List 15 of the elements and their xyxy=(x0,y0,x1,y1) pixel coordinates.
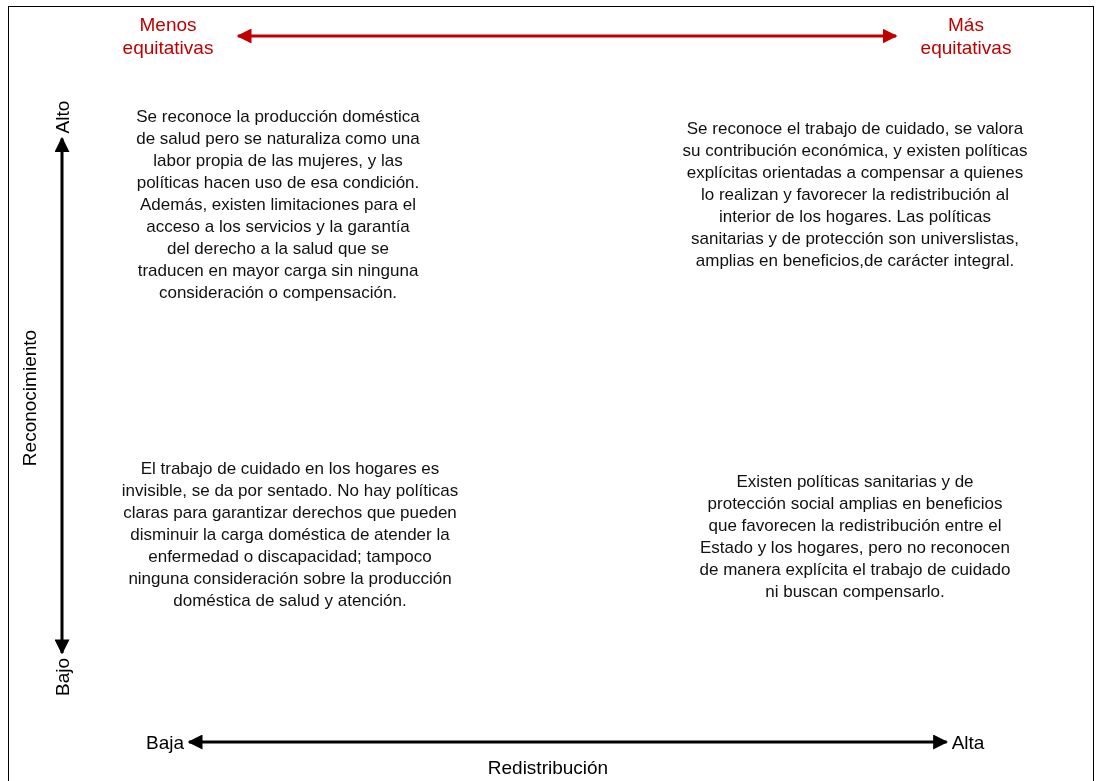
axis-end-label: Alto xyxy=(50,100,74,134)
axis-end-label: Bajo xyxy=(50,658,74,696)
axis-title: Redistribución xyxy=(487,757,609,779)
quadrant-description: El trabajo de cuidado en los hogares es invisible, se da por sentado. No hay políticas claras para garantizar derechos que pueden disminuir la carga doméstica de atender la enfermedad o discapacidad; tampoco ninguna consideración sobre la producción doméstica de salud y atención. xyxy=(120,458,460,612)
axis-title: Reconocimiento xyxy=(19,329,41,467)
axis-end-label: Menos equitativas xyxy=(103,13,233,59)
double-arrow xyxy=(236,28,898,44)
double-arrow xyxy=(54,136,70,655)
double-arrow xyxy=(187,734,949,750)
quadrant-description: Se reconoce el trabajo de cuidado, se valora su contribución económica, y existen políticas explícitas orientadas a compensar a quienes lo realizan y favorecer la redistribución al interior de los hogares. Las políticas sanitarias y de protección son universlistas, amplias en beneficios,de carácter integral. xyxy=(682,118,1028,272)
axis-end-label: Más equitativas xyxy=(901,13,1031,59)
quadrant-description: Existen políticas sanitarias y de protección social amplias en beneficios que favorecen la redistribución entre el Estado y los hogares, pero no reconocen de manera explícita el trabajo de cuidado ni buscan compensarlo. xyxy=(698,471,1012,603)
quadrant-description: Se reconoce la producción doméstica de salud pero se naturaliza como una labor propia de las mujeres, y las políticas hacen uso de esa condición. Además, existen limitaciones para el acceso a los servicios y la garantía del derecho a la salud que se traducen en mayor carga sin ninguna consideración o compensación. xyxy=(135,106,421,304)
axis-end-label: Alta xyxy=(951,730,985,754)
axis-end-label: Baja xyxy=(146,730,184,754)
